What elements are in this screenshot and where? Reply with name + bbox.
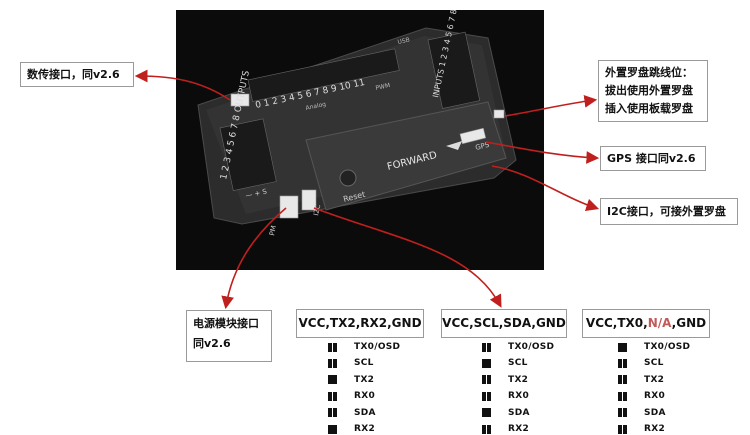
pin-label: TX0/OSD — [354, 342, 401, 352]
compass-callout-line2: 拔出使用外置罗盘 — [605, 84, 693, 97]
pin-row: TX0/OSD — [618, 339, 690, 355]
pin-pair-icon — [482, 375, 491, 385]
pin-row: SDA — [618, 405, 690, 421]
pin-pair-icon — [618, 359, 627, 369]
connector-title: VCC,TX2,RX2,GND — [298, 316, 422, 330]
connector-box-2: VCC,SCL,SDA,GND — [441, 309, 567, 338]
reset-button — [339, 169, 357, 187]
pin-filled-icon — [328, 375, 337, 385]
pin-list-3: TX0/OSD SCL TX2 RX0 SDA RX2 — [618, 339, 690, 435]
pin-label: SCL — [644, 358, 664, 369]
pin-label: RX2 — [644, 423, 666, 434]
pin-label: TX0/OSD — [508, 342, 555, 352]
pin-pair-icon — [482, 391, 491, 401]
pin-list-1: TX0/OSD SCL TX2 RX0 SDA RX2 — [328, 339, 400, 435]
pin-row: TX0/OSD — [482, 339, 554, 355]
pin-row: RX2 — [328, 421, 400, 435]
pin-label: TX2 — [354, 374, 375, 385]
label-pwm: PWM — [375, 82, 391, 92]
compass-callout-line1: 外置罗盘跳线位： — [605, 66, 693, 79]
telemetry-callout: 数传接口，同v2.6 — [20, 62, 134, 87]
pin-pair-icon — [328, 359, 337, 369]
power-callout: 电源模块接口 同v2.6 — [186, 310, 272, 362]
pin-label: RX0 — [508, 391, 530, 402]
compass-jumper — [493, 109, 505, 119]
pin-filled-icon — [482, 359, 491, 369]
pin-label: TX2 — [508, 374, 529, 385]
telemetry-callout-text: 数传接口，同v2.6 — [27, 68, 120, 81]
telemetry-connector — [230, 93, 250, 107]
pin-pair-icon — [482, 342, 491, 352]
pin-pair-icon — [618, 408, 627, 418]
pin-row: TX2 — [328, 372, 400, 388]
pin-row: TX2 — [482, 372, 554, 388]
compass-callout-line3: 插入使用板载罗盘 — [605, 102, 693, 115]
top-pin-header — [247, 48, 400, 102]
pin-row: SCL — [618, 355, 690, 371]
i2c-callout-text: I2C接口，可接外置罗盘 — [607, 205, 726, 218]
pin-pair-icon — [618, 375, 627, 385]
pin-label: TX2 — [644, 374, 665, 385]
pin-row: SDA — [328, 405, 400, 421]
i2c-connector — [301, 189, 317, 211]
pin-row: SDA — [482, 405, 554, 421]
pin-pair-icon — [482, 424, 491, 434]
pin-label: SCL — [354, 358, 374, 369]
pin-row: RX0 — [328, 388, 400, 404]
pin-row: RX2 — [618, 421, 690, 435]
pin-row: TX2 — [618, 372, 690, 388]
i2c-callout: I2C接口，可接外置罗盘 — [600, 198, 738, 225]
connector-title: VCC,SCL,SDA,GND — [442, 316, 566, 330]
pin-label: SDA — [644, 407, 666, 418]
pin-label: SDA — [508, 407, 530, 418]
pin-label: RX0 — [644, 391, 666, 402]
power-connector — [279, 195, 299, 219]
pin-list-2: TX0/OSD SCL TX2 RX0 SDA RX2 — [482, 339, 554, 435]
pin-label: TX0/OSD — [644, 342, 691, 352]
label-gps: GPS — [475, 141, 491, 152]
gps-connector — [459, 127, 487, 145]
pin-row: RX2 — [482, 421, 554, 435]
connector-box-1: VCC,TX2,RX2,GND — [296, 309, 424, 338]
pin-filled-icon — [482, 408, 491, 418]
connector-title-suffix: ,GND — [671, 316, 707, 330]
gps-callout-text: GPS 接口同v2.6 — [607, 152, 696, 165]
left-pin-header — [219, 118, 277, 191]
pin-row: SCL — [482, 355, 554, 371]
compass-callout: 外置罗盘跳线位： 拔出使用外置罗盘 插入使用板载罗盘 — [598, 60, 708, 122]
connector-title-prefix: VCC,TX0, — [585, 316, 648, 330]
pin-row: SCL — [328, 355, 400, 371]
board-photo: FORWARD Reset GPS 1 2 3 4 5 6 7 8 OUTPUT… — [176, 10, 544, 270]
pin-label: SCL — [508, 358, 528, 369]
label-usb: USB — [397, 37, 411, 46]
pin-row: RX0 — [482, 388, 554, 404]
pin-pair-icon — [328, 408, 337, 418]
pin-pair-icon — [328, 342, 337, 352]
label-analog-sub: Analog — [305, 101, 327, 112]
right-pin-header — [427, 31, 481, 109]
pin-pair-icon — [328, 391, 337, 401]
board-illustration: FORWARD Reset GPS 1 2 3 4 5 6 7 8 OUTPUT… — [197, 10, 517, 237]
connector-title-na: N/A — [647, 316, 672, 330]
pin-filled-icon — [328, 424, 337, 434]
pin-pair-icon — [618, 424, 627, 434]
label-i2c: I2C — [312, 203, 322, 216]
pin-row: TX0/OSD — [328, 339, 400, 355]
power-callout-line1: 电源模块接口 — [193, 317, 259, 330]
label-pm: PM — [268, 225, 278, 237]
gps-callout: GPS 接口同v2.6 — [600, 146, 706, 171]
connector-box-3: VCC,TX0,N/A,GND — [582, 309, 710, 338]
pin-label: SDA — [354, 407, 376, 418]
pin-label: RX2 — [354, 423, 376, 434]
pin-label: RX0 — [354, 391, 376, 402]
pin-row: RX0 — [618, 388, 690, 404]
pin-pair-icon — [618, 391, 627, 401]
pin-filled-icon — [618, 342, 627, 352]
pin-label: RX2 — [508, 423, 530, 434]
power-callout-line2: 同v2.6 — [193, 337, 231, 350]
forward-arrow — [446, 141, 462, 150]
